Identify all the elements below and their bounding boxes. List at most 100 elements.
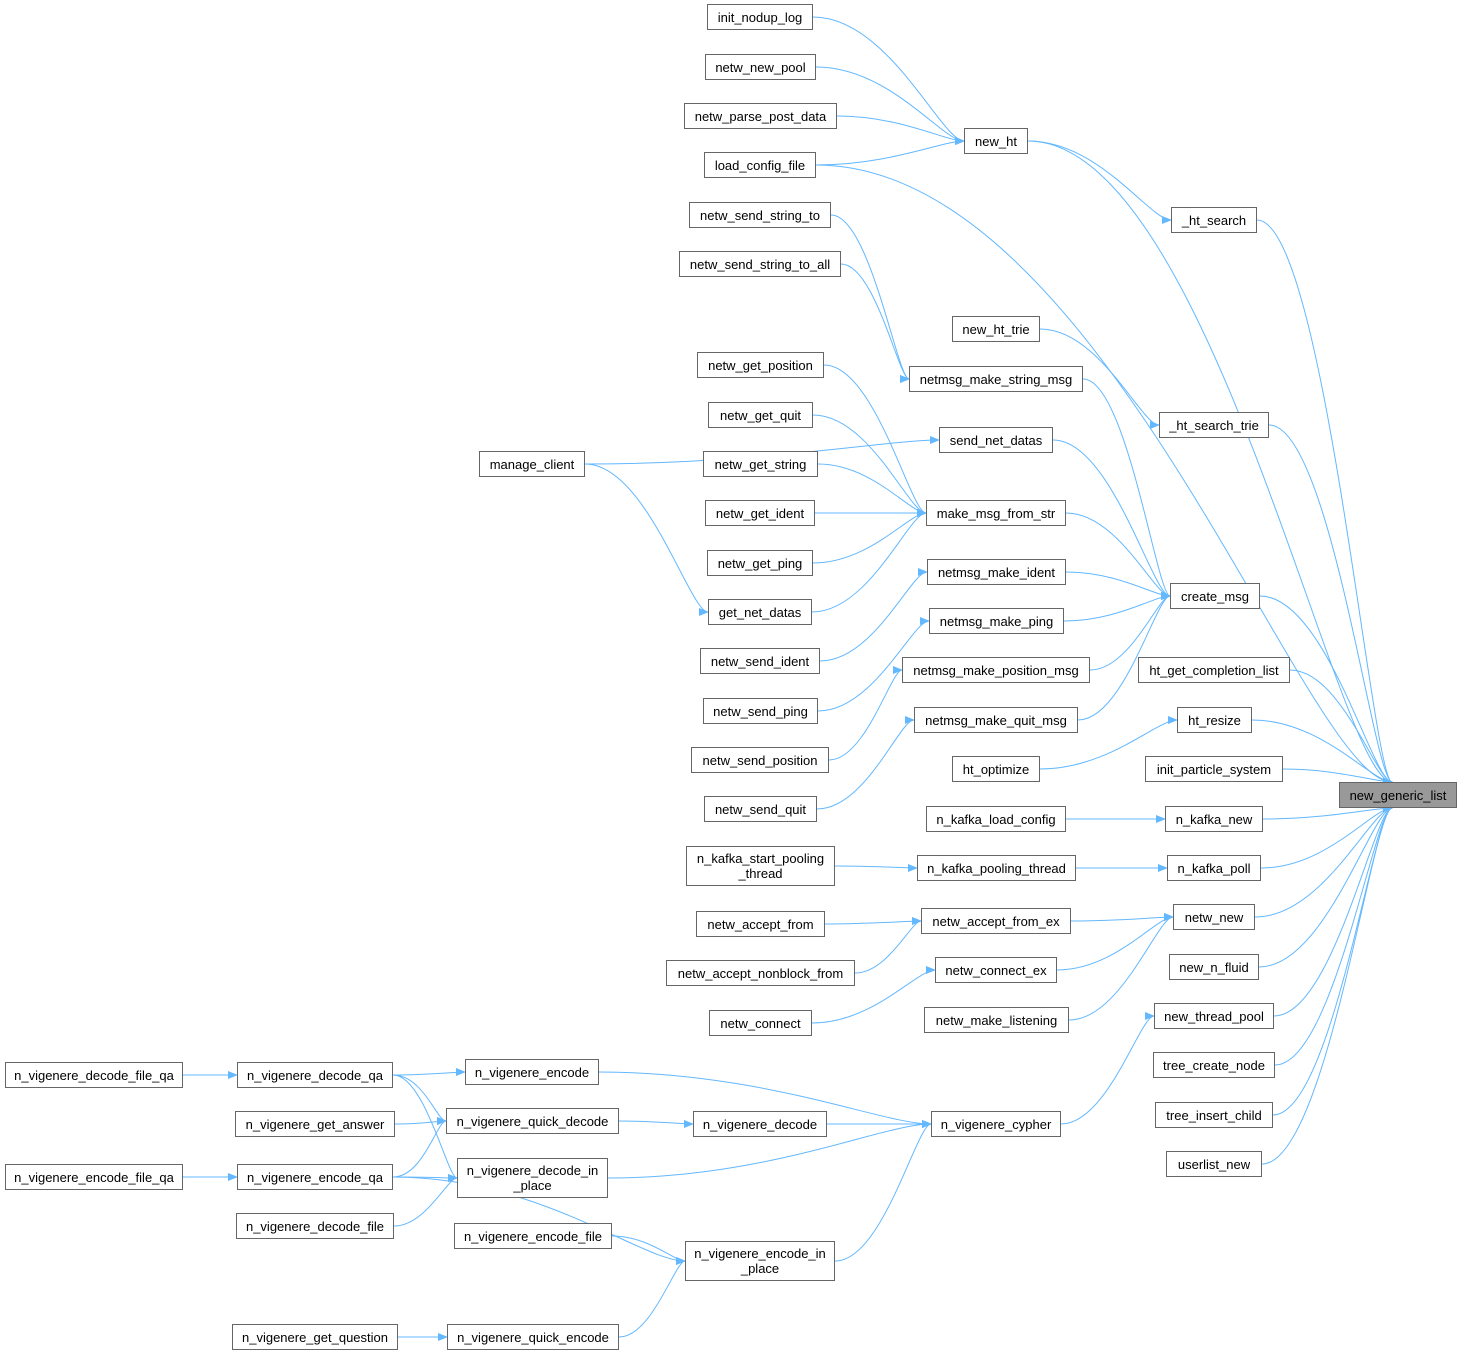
edge-tree-create-node-to-new-generic-list (1274, 804, 1394, 1066)
edge-init-nodup-log-to-new-ht (812, 16, 965, 145)
node-new-ht[interactable]: new_ht (964, 128, 1028, 154)
edge-netw-send-ident-to-netmsg-make-ident (819, 568, 928, 662)
edge-n-vigenere-decode-qa-to-n-vigenere-encode (392, 1068, 466, 1077)
edge-new-ht-trie-to--ht-search-trie (1039, 328, 1160, 429)
node-manage-client[interactable]: manage_client (479, 451, 585, 477)
edge-load-config-file-to-new-ht (815, 137, 965, 166)
node-get-net-datas[interactable]: get_net_datas (708, 599, 812, 625)
node-n-vigenere-decode-file-qa[interactable]: n_vigenere_decode_file_qa (5, 1062, 183, 1088)
edge-n-vigenere-decode-in-place-to-n-vigenere-cypher (607, 1120, 932, 1179)
node-ht-resize[interactable]: ht_resize (1177, 707, 1252, 733)
edge-n-vigenere-quick-decode-to-n-vigenere-decode (618, 1119, 694, 1128)
node-n-vigenere-get-question[interactable]: n_vigenere_get_question (232, 1324, 398, 1350)
node-netw-send-ping[interactable]: netw_send_ping (703, 698, 818, 724)
node-new-generic-list[interactable]: new_generic_list (1339, 782, 1457, 808)
node-netmsg-make-string-msg[interactable]: netmsg_make_string_msg (909, 366, 1083, 392)
edge-n-kafka-poll-to-new-generic-list (1260, 804, 1394, 869)
node-netmsg-make-quit-msg[interactable]: netmsg_make_quit_msg (914, 707, 1078, 733)
node-send-net-datas[interactable]: send_net_datas (939, 427, 1053, 453)
node-load-config-file[interactable]: load_config_file (704, 152, 816, 178)
node-ht-optimize[interactable]: ht_optimize (952, 756, 1040, 782)
edge-manage-client-to-get-net-datas (584, 463, 709, 616)
node-n-vigenere-get-answer[interactable]: n_vigenere_get_answer (235, 1111, 395, 1137)
edge-netw-get-position-to-make-msg-from-str (823, 364, 927, 517)
edge-n-vigenere-decode-qa-to-n-vigenere-decode-in-place (392, 1074, 458, 1182)
node-netw-accept-from[interactable]: netw_accept_from (696, 911, 825, 937)
node-userlist-new[interactable]: userlist_new (1166, 1151, 1262, 1177)
edge-n-vigenere-get-answer-to-n-vigenere-quick-decode (394, 1117, 447, 1126)
edge-netw-accept-nonblock-from-to-netw-accept-from-ex (854, 917, 922, 974)
edge-netw-send-position-to-netmsg-make-position-msg (828, 666, 903, 761)
node-netw-new[interactable]: netw_new (1173, 904, 1255, 930)
node-ht-get-completion-list[interactable]: ht_get_completion_list (1138, 657, 1290, 683)
node-netw-send-ident[interactable]: netw_send_ident (700, 648, 820, 674)
edge-netw-send-string-to-to-netmsg-make-string-msg (830, 214, 910, 383)
node-netw-get-string[interactable]: netw_get_string (703, 451, 818, 477)
node-n-vigenere-decode-qa[interactable]: n_vigenere_decode_qa (237, 1062, 393, 1088)
node-n-vigenere-encode-qa[interactable]: n_vigenere_encode_qa (237, 1164, 393, 1190)
node-netmsg-make-ident[interactable]: netmsg_make_ident (927, 559, 1066, 585)
node-tree-insert-child[interactable]: tree_insert_child (1155, 1102, 1273, 1128)
edge-netmsg-make-quit-msg-to-create-msg (1077, 592, 1171, 721)
node-n-vigenere-quick-encode[interactable]: n_vigenere_quick_encode (447, 1324, 619, 1350)
edge-n-vigenere-encode-to-n-vigenere-cypher (598, 1071, 932, 1128)
node-n-kafka-start-pooling-thread[interactable]: n_kafka_start_pooling _thread (686, 846, 835, 886)
edge-n-vigenere-encode-qa-to-n-vigenere-encode-in-place (392, 1176, 686, 1265)
node-netw-connect[interactable]: netw_connect (709, 1010, 812, 1036)
node-n-vigenere-encode-in-place[interactable]: n_vigenere_encode_in _place (685, 1241, 835, 1281)
node-netw-parse-post-data[interactable]: netw_parse_post_data (684, 103, 837, 129)
node-netw-send-position[interactable]: netw_send_position (691, 747, 829, 773)
node-n-kafka-load-config[interactable]: n_kafka_load_config (926, 806, 1066, 832)
node-n-vigenere-encode-file[interactable]: n_vigenere_encode_file (454, 1223, 612, 1249)
node-netw-accept-from-ex[interactable]: netw_accept_from_ex (921, 908, 1071, 934)
node-netw-connect-ex[interactable]: netw_connect_ex (935, 957, 1057, 983)
edge-ht-get-completion-list-to-new-generic-list (1289, 669, 1394, 786)
node-tree-create-node[interactable]: tree_create_node (1153, 1052, 1275, 1078)
node-netmsg-make-position-msg[interactable]: netmsg_make_position_msg (902, 657, 1090, 683)
node-n-vigenere-quick-decode[interactable]: n_vigenere_quick_decode (446, 1108, 619, 1134)
node-netw-get-quit[interactable]: netw_get_quit (708, 402, 813, 428)
node-ht-search[interactable]: _ht_search (1171, 207, 1257, 233)
edge-n-vigenere-decode-file-to-n-vigenere-decode-in-place (393, 1174, 458, 1227)
node-n-kafka-new[interactable]: n_kafka_new (1165, 806, 1263, 832)
node-netw-get-ident[interactable]: netw_get_ident (705, 500, 815, 526)
node-netw-send-quit[interactable]: netw_send_quit (704, 796, 817, 822)
node-netw-send-string-to-all[interactable]: netw_send_string_to_all (679, 251, 841, 277)
node-init-nodup-log[interactable]: init_nodup_log (707, 4, 813, 30)
node-n-vigenere-encode-file-qa[interactable]: n_vigenere_encode_file_qa (5, 1164, 183, 1190)
edge-netw-send-string-to-all-to-netmsg-make-string-msg (840, 263, 910, 383)
node-init-particle-system[interactable]: init_particle_system (1145, 756, 1283, 782)
edge-get-net-datas-to-make-msg-from-str (811, 509, 927, 613)
node-create-msg[interactable]: create_msg (1170, 583, 1260, 609)
edge--ht-search-trie-to-new-generic-list (1268, 424, 1394, 786)
edge-new-ht-to-new-generic-list (1027, 140, 1394, 786)
edge-create-msg-to-new-generic-list (1259, 595, 1394, 786)
node-netw-accept-nonblock-from[interactable]: netw_accept_nonblock_from (666, 960, 855, 986)
node-n-vigenere-cypher[interactable]: n_vigenere_cypher (931, 1111, 1061, 1137)
node-n-vigenere-encode[interactable]: n_vigenere_encode (465, 1059, 599, 1085)
node-n-vigenere-decode-in-place[interactable]: n_vigenere_decode_in _place (457, 1158, 608, 1198)
node-ht-search-trie[interactable]: _ht_search_trie (1159, 412, 1269, 438)
edge-netw-connect-to-netw-connect-ex (811, 966, 936, 1024)
edge-new-thread-pool-to-new-generic-list (1273, 804, 1394, 1017)
node-netw-send-string-to[interactable]: netw_send_string_to (689, 202, 831, 228)
node-new-thread-pool[interactable]: new_thread_pool (1154, 1003, 1274, 1029)
edge-n-vigenere-cypher-to-new-thread-pool (1060, 1012, 1155, 1125)
edge-n-kafka-start-pooling-thread-to-n-kafka-pooling-thread (834, 863, 918, 872)
edge-netw-parse-post-data-to-new-ht (836, 115, 965, 145)
node-netw-new-pool[interactable]: netw_new_pool (705, 54, 816, 80)
node-netw-get-ping[interactable]: netw_get_ping (707, 550, 813, 576)
edge-netmsg-make-string-msg-to-create-msg (1082, 378, 1171, 600)
node-netw-get-position[interactable]: netw_get_position (697, 352, 824, 378)
node-n-kafka-pooling-thread[interactable]: n_kafka_pooling_thread (917, 855, 1076, 881)
node-new-n-fluid[interactable]: new_n_fluid (1169, 954, 1259, 980)
node-n-kafka-poll[interactable]: n_kafka_poll (1167, 855, 1261, 881)
node-n-vigenere-decode-file[interactable]: n_vigenere_decode_file (236, 1213, 394, 1239)
node-netw-make-listening[interactable]: netw_make_listening (924, 1007, 1069, 1033)
node-n-vigenere-decode[interactable]: n_vigenere_decode (693, 1111, 827, 1137)
node-new-ht-trie[interactable]: new_ht_trie (952, 316, 1040, 342)
edge-userlist-new-to-new-generic-list (1261, 804, 1394, 1165)
node-make-msg-from-str[interactable]: make_msg_from_str (926, 500, 1066, 526)
node-netmsg-make-ping[interactable]: netmsg_make_ping (929, 608, 1064, 634)
